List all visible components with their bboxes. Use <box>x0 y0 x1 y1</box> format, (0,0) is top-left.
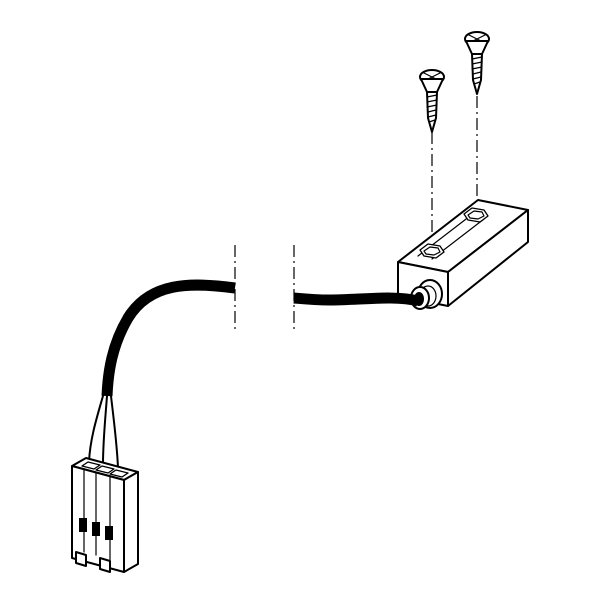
screw-right-icon <box>464 31 490 95</box>
connector-wires <box>88 395 119 469</box>
cable-segment-right <box>293 292 420 307</box>
mounting-axis-lines <box>431 96 478 250</box>
three-pin-connector-icon <box>71 457 139 573</box>
cable-segment-left <box>101 279 236 397</box>
screw-left-icon <box>419 69 445 133</box>
cable-break-marks <box>234 245 295 330</box>
